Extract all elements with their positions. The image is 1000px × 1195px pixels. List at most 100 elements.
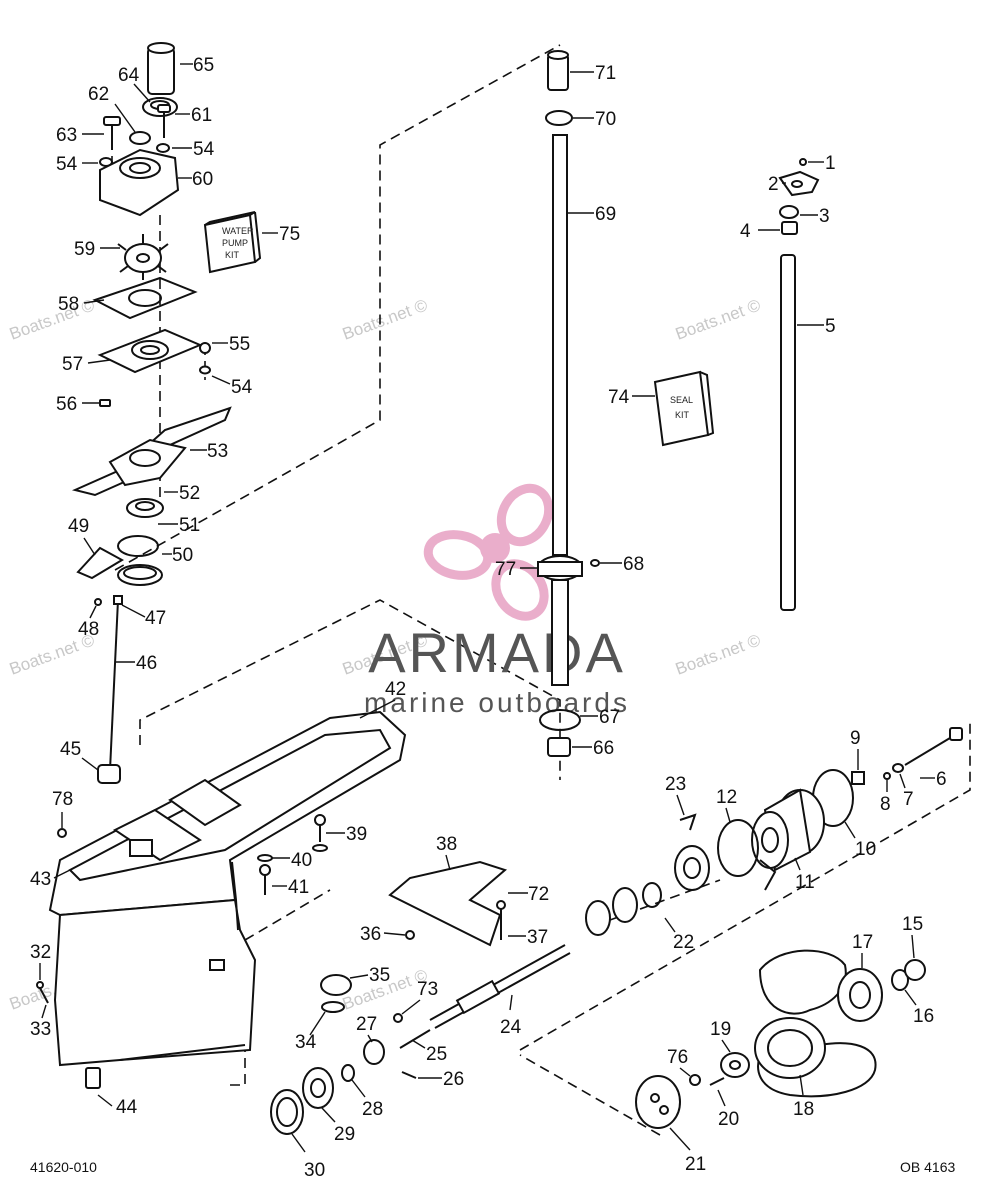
callout-54: 54 bbox=[231, 377, 253, 398]
callout-4: 4 bbox=[740, 221, 751, 242]
part-19-spacer bbox=[720, 1052, 750, 1078]
callout-18: 18 bbox=[793, 1099, 814, 1120]
callout-50: 50 bbox=[172, 545, 193, 566]
kit-line: SEAL bbox=[670, 395, 693, 405]
callout-2: 2 bbox=[768, 174, 779, 195]
callout-8: 8 bbox=[880, 794, 891, 815]
part-59-impeller bbox=[117, 234, 169, 280]
part-28-washer bbox=[341, 1064, 355, 1082]
callout-52: 52 bbox=[179, 483, 200, 504]
callout-26: 26 bbox=[443, 1069, 464, 1090]
callout-11: 11 bbox=[795, 872, 815, 893]
part-75-water-pump-kit: WATER PUMP KIT bbox=[203, 211, 262, 274]
part-57-plate bbox=[97, 328, 203, 374]
callout-46: 46 bbox=[136, 653, 157, 674]
part-18-propeller bbox=[754, 949, 877, 1098]
brand-name: ARMADA bbox=[368, 621, 626, 684]
callout-63: 63 bbox=[56, 125, 77, 146]
callout-40: 40 bbox=[291, 850, 312, 871]
kit-line: PUMP bbox=[222, 238, 248, 248]
illustration-code: OB 4163 bbox=[900, 1159, 955, 1175]
part-32-33-screw bbox=[36, 981, 49, 1004]
guide-line bbox=[519, 720, 971, 1051]
callout-71: 71 bbox=[595, 63, 616, 84]
part-74-seal-kit: SEAL KIT bbox=[653, 370, 715, 447]
part-27-clutch bbox=[363, 1039, 385, 1065]
callout-69: 69 bbox=[595, 204, 616, 225]
callout-66: 66 bbox=[593, 738, 614, 759]
callout-9: 9 bbox=[850, 728, 861, 749]
part-4-seal bbox=[781, 221, 798, 235]
callout-51: 51 bbox=[179, 515, 200, 536]
callout-59: 59 bbox=[74, 239, 95, 260]
callout-19: 19 bbox=[710, 1019, 731, 1040]
part-3-grommet bbox=[779, 205, 799, 219]
callout-20: 20 bbox=[718, 1109, 739, 1130]
part-40-washer bbox=[257, 844, 328, 862]
callout-54: 54 bbox=[56, 154, 78, 175]
callout-labels: 65 64 62 61 63 54 54 60 75 59 58 55 57 5… bbox=[30, 55, 947, 1181]
callout-6: 6 bbox=[936, 769, 947, 790]
callout-62: 62 bbox=[88, 84, 109, 105]
part-78-fitting bbox=[57, 828, 67, 838]
callout-45: 45 bbox=[60, 739, 81, 760]
callout-35: 35 bbox=[369, 965, 390, 986]
callout-28: 28 bbox=[362, 1099, 383, 1120]
brand-tagline: marine outboards bbox=[364, 687, 630, 718]
callout-78: 78 bbox=[52, 789, 73, 810]
part-36-screw bbox=[405, 930, 415, 940]
part-50-liner bbox=[117, 564, 163, 586]
guide-line bbox=[519, 1054, 661, 1136]
part-53-housing-plate bbox=[71, 406, 232, 497]
watermark-text: Boats.net © bbox=[340, 295, 431, 343]
callout-39: 39 bbox=[346, 824, 367, 845]
part-60-pump-housing bbox=[99, 148, 180, 217]
callout-22: 22 bbox=[673, 932, 694, 953]
callout-25: 25 bbox=[426, 1044, 447, 1065]
callout-64: 64 bbox=[118, 65, 140, 86]
callout-16: 16 bbox=[913, 1006, 934, 1027]
callout-48: 48 bbox=[78, 619, 99, 640]
part-5-water-tube bbox=[780, 254, 796, 611]
part-42-gearcase-housing bbox=[48, 710, 407, 1067]
callout-58: 58 bbox=[58, 294, 79, 315]
callout-43: 43 bbox=[30, 869, 51, 890]
callout-42: 42 bbox=[385, 679, 406, 700]
part-41-screw bbox=[259, 864, 271, 895]
part-49-gasket bbox=[76, 546, 125, 580]
kit-line: WATER bbox=[222, 226, 254, 236]
callout-7: 7 bbox=[903, 789, 914, 810]
part-22-bearing-gear bbox=[585, 845, 710, 936]
callout-15: 15 bbox=[902, 914, 923, 935]
callout-49: 49 bbox=[68, 516, 89, 537]
part-46-shift-rod bbox=[94, 595, 123, 771]
callout-38: 38 bbox=[436, 834, 457, 855]
part-8-washer bbox=[883, 772, 891, 780]
callout-3: 3 bbox=[819, 206, 830, 227]
part-7-washer bbox=[892, 763, 904, 773]
callout-47: 47 bbox=[145, 608, 166, 629]
callout-72: 72 bbox=[528, 884, 549, 905]
callout-74: 74 bbox=[608, 387, 630, 408]
part-12-o-ring bbox=[717, 819, 759, 877]
part-15-nut bbox=[904, 959, 926, 981]
guide-line bbox=[139, 599, 561, 780]
part-63-screw bbox=[103, 116, 121, 150]
part-34-washer bbox=[321, 1001, 345, 1013]
part-25-shift-plunger bbox=[399, 1029, 431, 1049]
part-16-washer bbox=[891, 969, 909, 991]
callout-21: 21 bbox=[685, 1154, 706, 1175]
part-6-bolt bbox=[904, 727, 963, 766]
callout-17: 17 bbox=[852, 932, 873, 953]
callout-57: 57 bbox=[62, 354, 83, 375]
part-68-o-ring bbox=[590, 559, 600, 567]
part-21-thrust-hub bbox=[635, 1075, 681, 1129]
callout-44: 44 bbox=[116, 1097, 138, 1118]
brand-logo: ARMADA marine outboards bbox=[364, 483, 630, 718]
part-58-gasket bbox=[92, 276, 198, 320]
callout-36: 36 bbox=[360, 924, 381, 945]
drawing-number: 41620-010 bbox=[30, 1159, 97, 1175]
watermark-text: Boats.net © bbox=[673, 295, 764, 343]
part-52-seal bbox=[126, 498, 164, 518]
